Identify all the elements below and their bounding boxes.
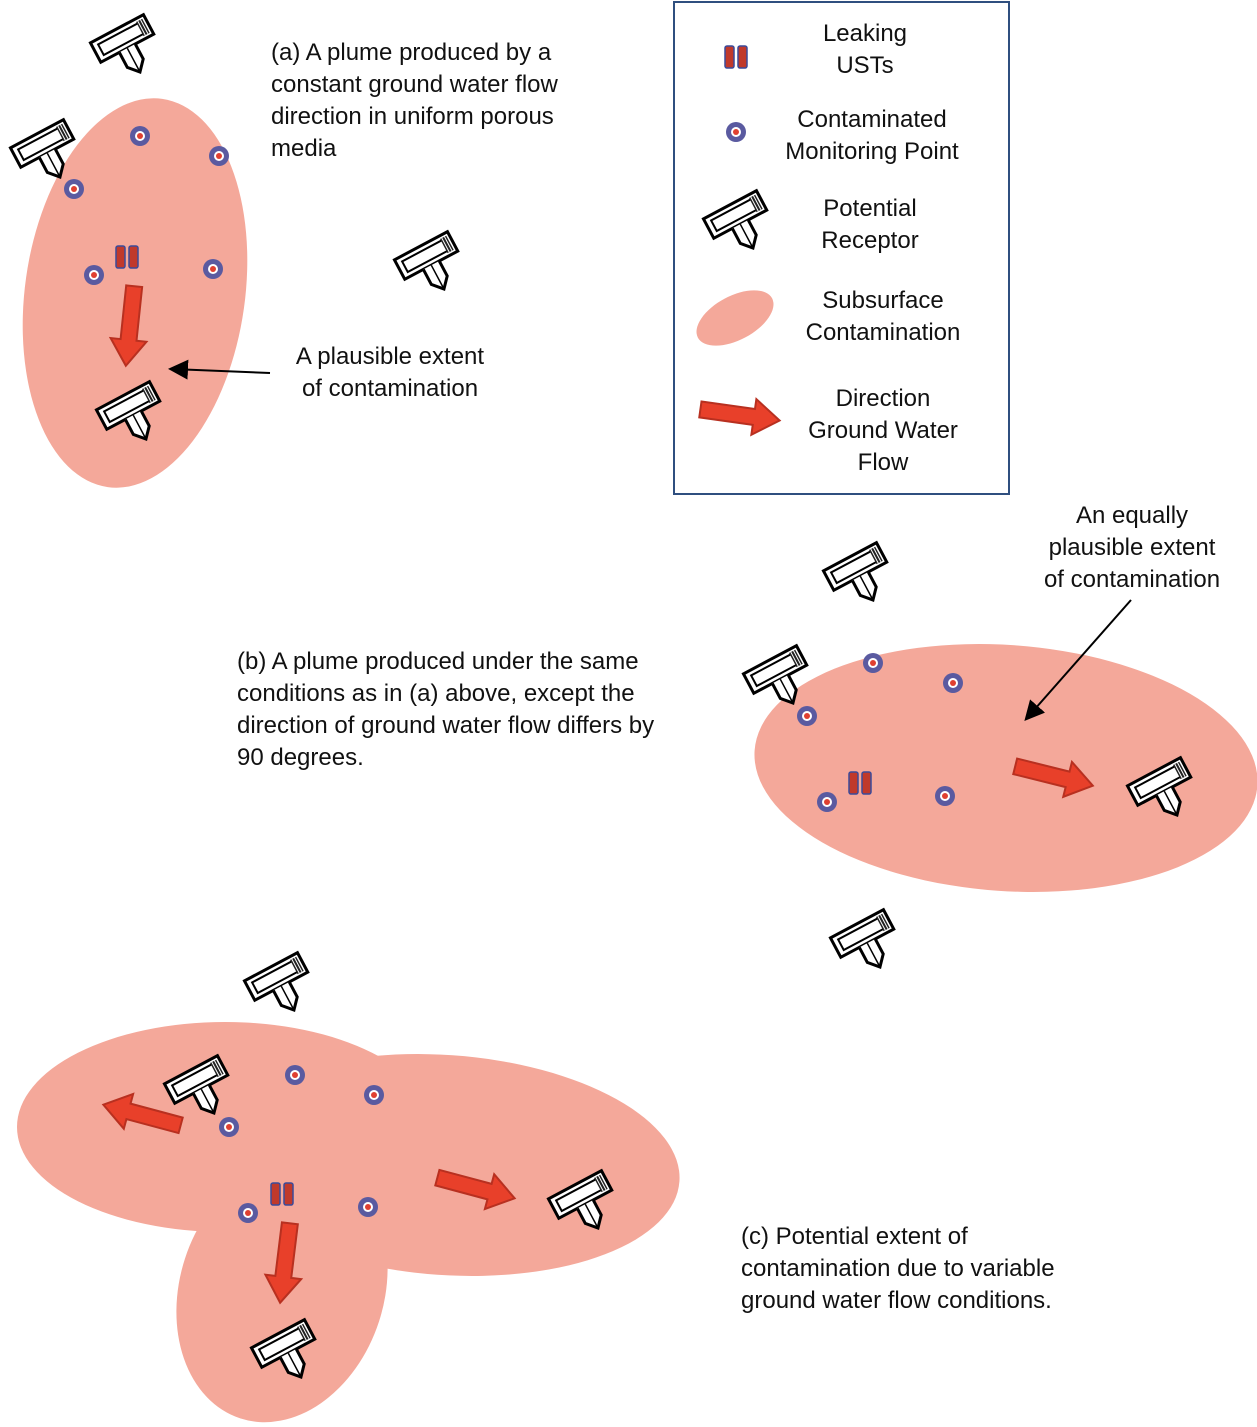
monitoring-point-icon: [238, 1203, 258, 1223]
plume-icon: [696, 290, 774, 346]
monitoring-point-icon: [209, 146, 229, 166]
monitoring-point-icon: [364, 1085, 384, 1105]
plume-b: [754, 644, 1257, 892]
panel-c: [17, 951, 680, 1423]
monitoring-point-icon: [130, 126, 150, 146]
receptor-icon: [821, 541, 901, 616]
legend-icons: [696, 45, 784, 440]
caption-a: (a) A plume produced by a constant groun…: [271, 39, 558, 162]
monitoring-point-icon: [935, 786, 955, 806]
monitoring-point-icon: [84, 265, 104, 285]
receptor-icon: [242, 951, 322, 1026]
legend-label-contamination: Subsurface Contamination: [805, 287, 961, 346]
legend-label-receptor: Potential Receptor: [821, 195, 919, 254]
legend-label-leaking-usts: Leaking USTs: [822, 20, 908, 79]
monitoring-point-icon: [817, 792, 837, 812]
monitoring-point-icon: [943, 673, 963, 693]
receptor-icon: [88, 13, 168, 88]
legend-label-monitoring-point: Contaminated Monitoring Point: [785, 106, 959, 165]
monitoring-point-icon: [285, 1065, 305, 1085]
monitoring-point-icon: [64, 179, 84, 199]
pointer-arrow-a: [168, 359, 271, 380]
monitoring-point-icon: [358, 1197, 378, 1217]
monitoring-point-icon: [219, 1117, 239, 1137]
caption-c: (c) Potential extent of contamination du…: [741, 1223, 1055, 1314]
panel-b: [741, 541, 1257, 983]
note-b: An equally plausible extent of contamina…: [1043, 502, 1221, 593]
monitoring-point-icon: [797, 706, 817, 726]
receptor-icon: [392, 230, 472, 305]
pointer-arrow-b: [1024, 599, 1132, 722]
monitoring-point-icon: [203, 259, 223, 279]
legend-label-flow: Direction Ground Water Flow: [808, 385, 958, 476]
caption-b: (b) A plume produced under the same cond…: [237, 648, 655, 771]
receptor-icon: [828, 908, 908, 983]
note-a: A plausible extent of contamination: [295, 343, 485, 402]
legend-box: [673, 1, 1010, 495]
monitoring-point-icon: [863, 653, 883, 673]
panel-a: [8, 13, 472, 488]
